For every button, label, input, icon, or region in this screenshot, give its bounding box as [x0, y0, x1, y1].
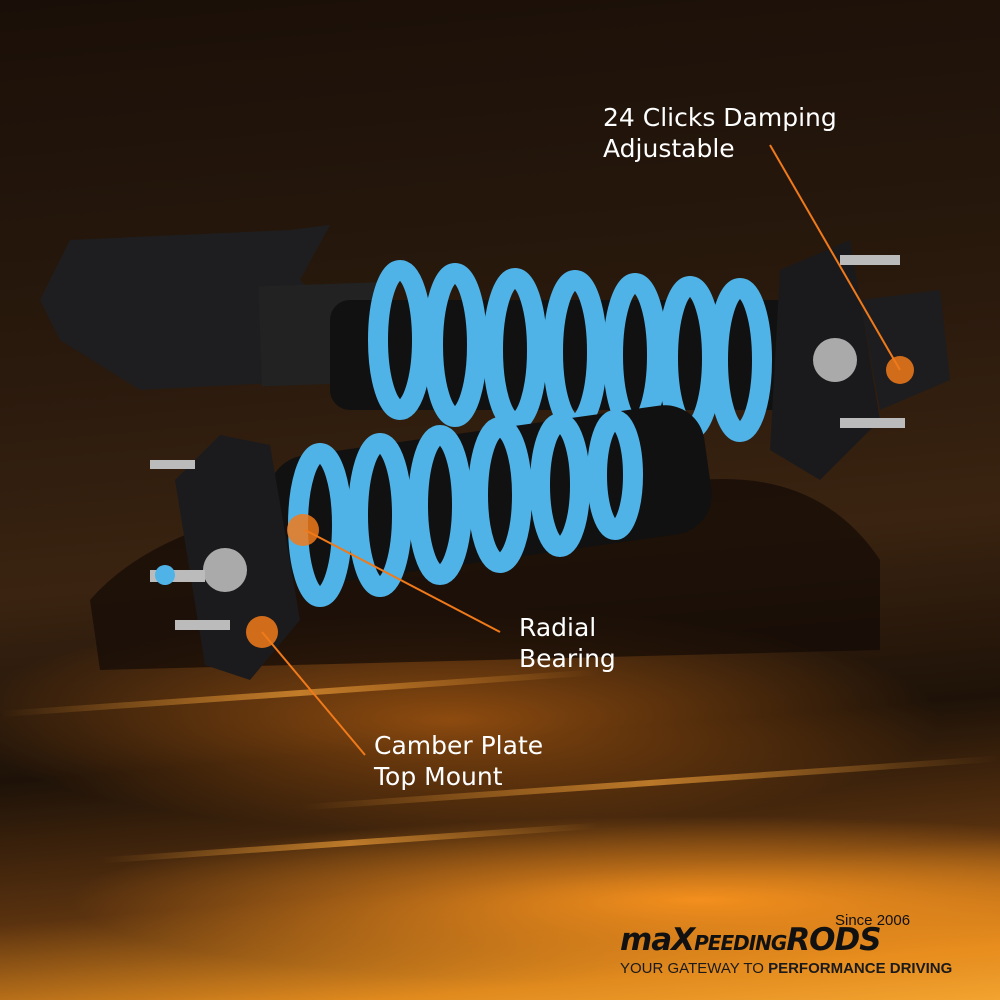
callout-camber-line2: Top Mount: [374, 762, 503, 791]
tagline-bold: PERFORMANCE DRIVING: [768, 960, 953, 977]
callout-bearing: Radial Bearing: [519, 612, 616, 674]
callout-camber: Camber Plate Top Mount: [374, 730, 543, 792]
callout-damping-line1: 24 Clicks Damping: [603, 103, 837, 132]
camber-marker-dot: [246, 616, 278, 648]
callout-bearing-line2: Bearing: [519, 644, 616, 673]
logo-peeding: PEEDING: [694, 931, 787, 955]
callout-damping-line2: Adjustable: [603, 134, 735, 163]
bearing-marker-dot: [287, 514, 319, 546]
callout-damping: 24 Clicks Damping Adjustable: [603, 102, 837, 164]
lower-spring: [288, 410, 643, 607]
damping-marker-dot: [886, 356, 914, 384]
callout-camber-line1: Camber Plate: [374, 731, 544, 760]
tagline-light: YOUR GATEWAY TO: [620, 960, 769, 977]
callout-bearing-line1: Radial: [519, 613, 597, 642]
brand-logo: Since 2006 maXPEEDINGRODS YOUR GATEWAY T…: [620, 912, 955, 977]
lower-coilover: [150, 405, 712, 680]
upper-coilover: [40, 225, 950, 480]
logo-ma: maX: [620, 922, 695, 958]
logo-wordmark: maXPEEDINGRODS: [620, 912, 955, 958]
callout-lines: [261, 144, 901, 756]
logo-since: Since 2006: [835, 912, 911, 929]
logo-tagline: YOUR GATEWAY TO PERFORMANCE DRIVING: [620, 960, 955, 977]
logo-rods: RODS: [786, 922, 881, 958]
